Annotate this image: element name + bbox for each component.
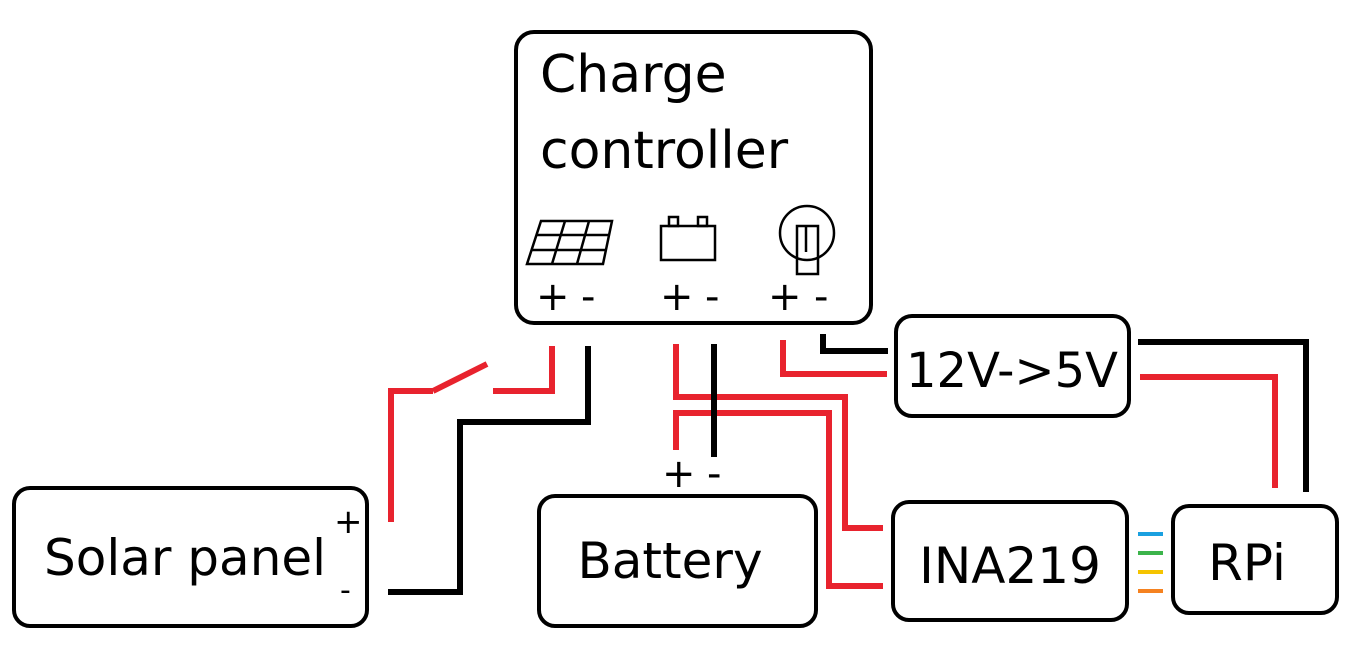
panel-terminal-plus: + [536,274,570,320]
solar-panel-icon [525,219,614,266]
battery-icon [659,215,717,262]
rpi-label: RPi [1208,534,1286,592]
battery-terminal-plus: + [660,274,694,320]
converter-label: 12V->5V [906,343,1118,399]
solar-panel-plus: + [334,502,363,542]
solar-panel-label: Solar panel [44,529,326,587]
wires [388,334,1309,595]
load-terminal-plus: + [768,274,802,320]
converter-5v-wire [1140,374,1278,488]
solar-positive-wire [388,388,433,522]
switch-lever [431,361,489,394]
rpi: RPi [1171,504,1339,615]
light-bulb-icon [778,204,836,276]
charge-controller-title-line1: Charge [540,45,727,105]
panel-terminal-minus: - [581,274,595,320]
solar-panel: Solar panel + - [12,486,369,628]
battery-positive-wire [673,410,883,589]
load-positive-wire [780,340,887,377]
converter-gnd-wire [1138,339,1309,492]
battery-minus: - [707,451,721,497]
switch-to-controller-wire [493,346,555,394]
ina219: INA219 [891,500,1129,622]
converter-12v-5v: 12V->5V [894,314,1131,418]
load-terminal-minus: - [814,274,828,320]
load-negative-wire [820,334,888,354]
ina219-label: INA219 [919,537,1101,595]
battery: Battery + - [537,451,818,628]
battery-terminal-minus: - [705,274,719,320]
charge-controller-title-line2: controller [540,121,789,181]
solar-panel-minus: - [340,573,351,608]
solar-negative-wire [388,346,591,595]
controller-battery-positive-wire [673,344,883,531]
battery-label: Battery [577,532,762,590]
battery-plus: + [662,451,696,497]
charge-controller: Charge controller + - + - + - [514,30,873,325]
